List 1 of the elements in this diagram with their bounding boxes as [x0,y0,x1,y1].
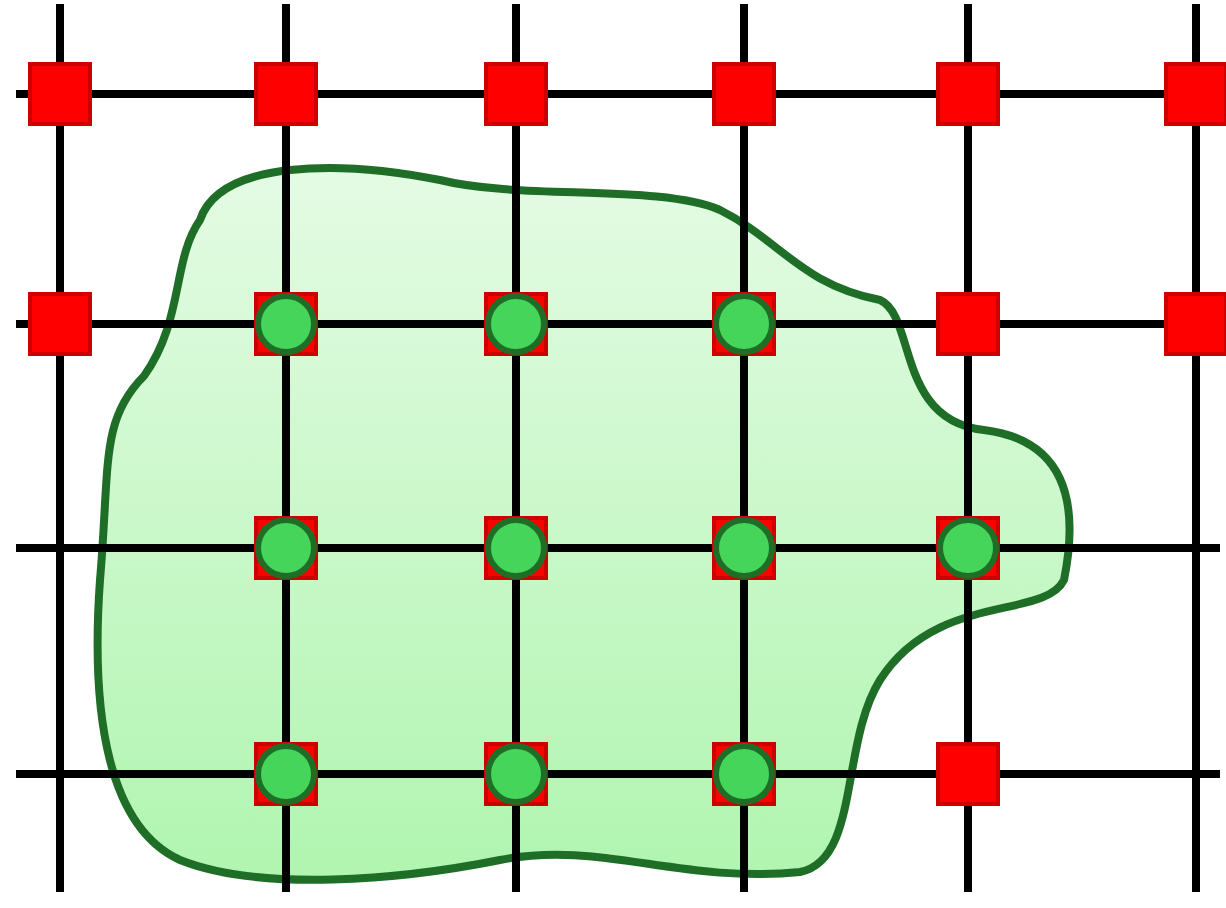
region-blob [93,164,1074,884]
